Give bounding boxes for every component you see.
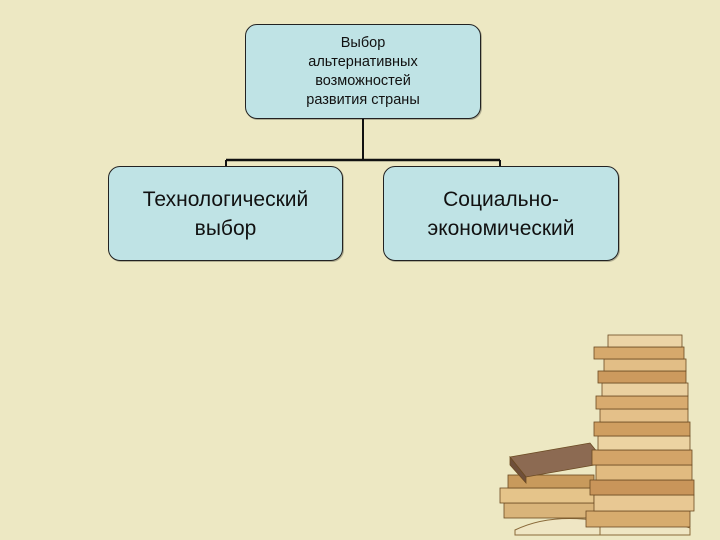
left-book-pile <box>499 442 607 519</box>
child-node-technological: Технологический выбор <box>108 166 343 261</box>
book-stack-icon <box>499 334 695 536</box>
child-node-technological-label: Технологический выбор <box>142 187 309 240</box>
root-node: Выбор альтернативных возможностей развит… <box>245 24 481 119</box>
root-node-label: Выбор альтернативных возможностей развит… <box>306 34 420 108</box>
tall-book-pile <box>585 334 695 528</box>
child-node-socioeconomic: Социально- экономический <box>383 166 619 261</box>
child-node-socioeconomic-label: Социально- экономический <box>427 187 575 240</box>
